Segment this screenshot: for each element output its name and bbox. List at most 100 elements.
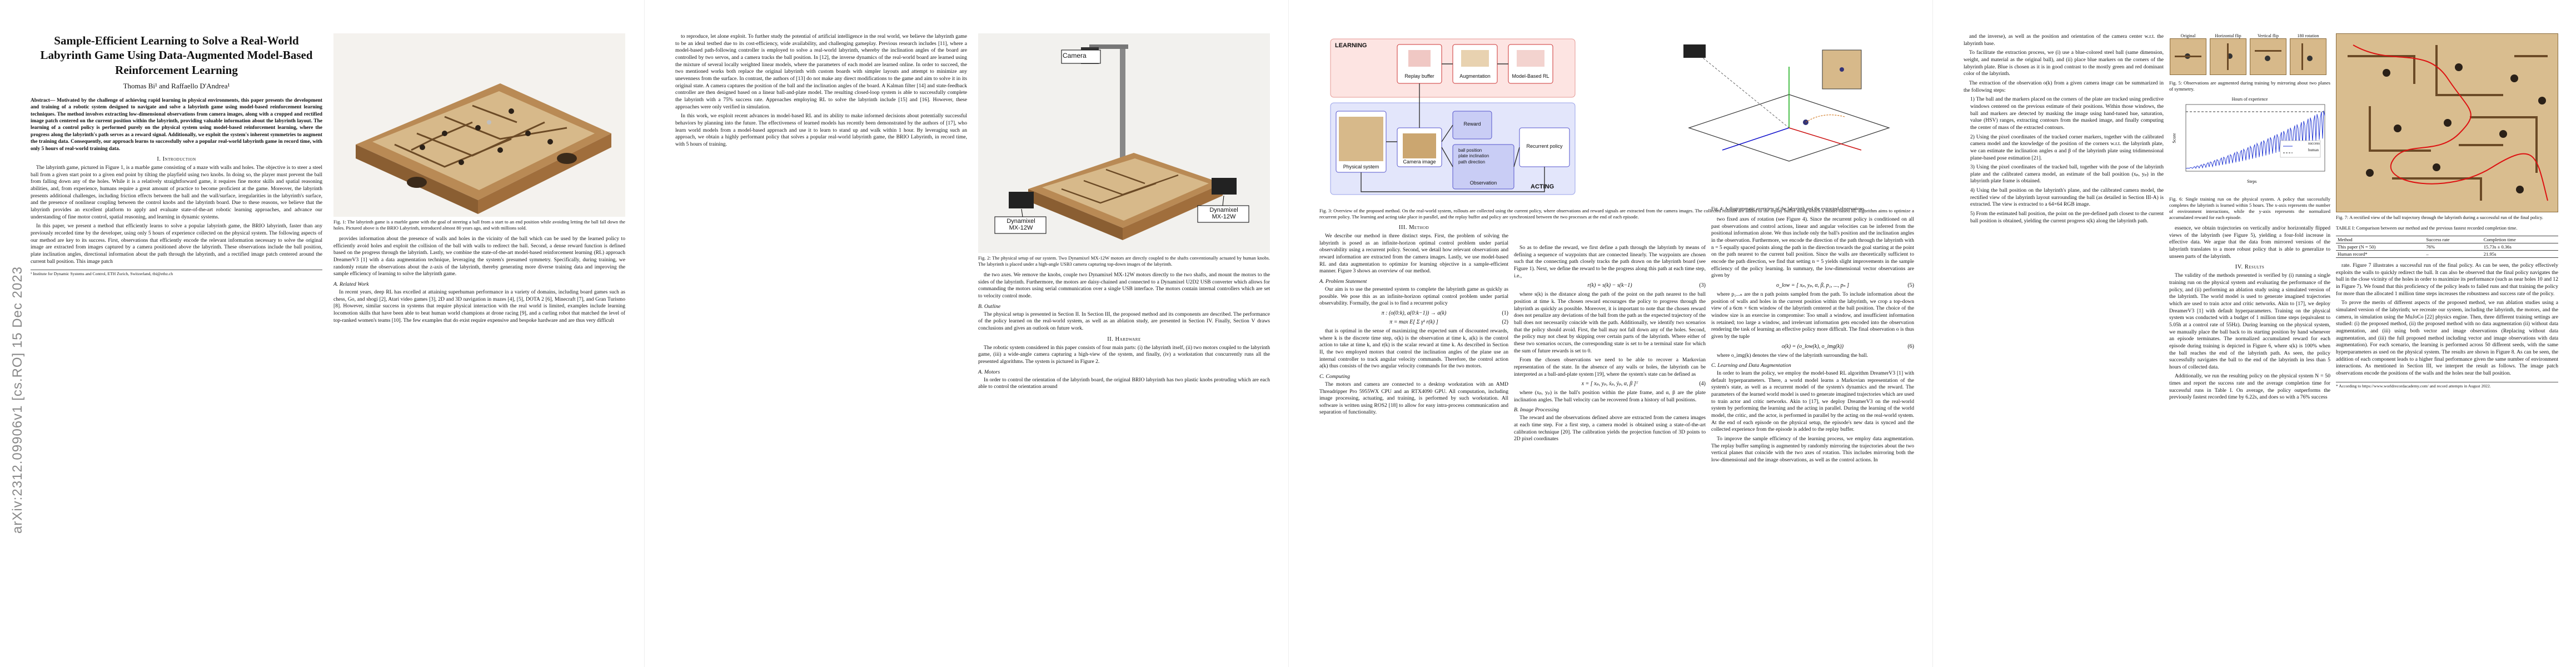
equation-4: x = [ xₚ, yₚ, ẋₚ, ẏₚ, α, β ]ᵀ(4): [1581, 381, 1706, 387]
legend-human: human: [2308, 148, 2319, 152]
authors: Thomas Bi¹ and Raffaello D'Andrea¹: [123, 81, 230, 90]
results-paragraph-2: Additionally, we run the resulting polic…: [2169, 373, 2330, 401]
table-1-caption: TABLE I: Comparison between our method a…: [2336, 225, 2518, 231]
intro-paragraph-1: The labyrinth game, pictured in Figure 1…: [31, 165, 322, 220]
page4-col-1: and the inverse), as well as the positio…: [1964, 33, 2164, 227]
page1-right-column: Fig. 1: The labyrinth game is a marble g…: [333, 33, 625, 326]
figure-1-caption: Fig. 1: The labyrinth game is a marble g…: [333, 219, 625, 231]
motors-heading: A. Motors: [978, 369, 1000, 375]
results-table: Method Success rate Completion time This…: [2336, 236, 2558, 258]
labyrinth-photo-image: [356, 83, 611, 214]
results-discussion-paragraph: rate. Figure 7 illustrates a successful …: [2336, 262, 2558, 297]
learning-heading: C. Learning and Data Augmentation: [1711, 362, 1791, 369]
paper-page-1: arXiv:2312.09906v1 [cs.RO] 15 Dec 2023 S…: [0, 0, 644, 667]
motors-paragraph: In order to control the orientation of t…: [978, 376, 1270, 390]
extraction-step: 3) Using the pixel coordinates of the tr…: [1970, 164, 2164, 185]
physical-system-label: Physical system: [1343, 164, 1379, 170]
equation-6: o(k) = (o_low(k), o_img(k))(6): [1781, 343, 1914, 350]
model-based-rl-label: Model-Based RL: [1512, 73, 1549, 79]
fig6-title: Hours of experience: [2231, 97, 2268, 102]
table-cell: Human record*: [2336, 250, 2425, 258]
extraction-step: 1) The ball and the markers placed on th…: [1970, 96, 2164, 131]
equation-5: o_low = [ xₚ, yₚ, α, β, p₁, ..., pₙ ](5): [1776, 282, 1914, 288]
image-patch-paragraph-2: where o_img(k) denotes the view of the l…: [1717, 352, 1869, 359]
observation-label: Observation: [1469, 180, 1497, 186]
record-footnote: * According to https://www.worldrecordac…: [2336, 381, 2558, 389]
reward-label: Reward: [1463, 121, 1481, 127]
table-header: Method: [2336, 236, 2425, 243]
camera-image-label: Camera image: [1403, 159, 1436, 165]
figure-1-labyrinth-photo: [333, 33, 625, 217]
page1-right-paragraph-1: provides information about the presence …: [333, 236, 625, 277]
table-row: Human record* – 21.95s: [2336, 250, 2558, 258]
problem-paragraph: Our aim is to use the presented system t…: [1319, 286, 1508, 307]
table-cell: 21.95s: [2482, 250, 2558, 258]
outline-paragraph: The physical setup is presented in Secti…: [978, 311, 1270, 331]
equation-1: π : (o(0:k), a(0:k−1)) → a(k)(1): [1381, 310, 1508, 316]
figure-6-training-curve: Hours of experience success human Steps …: [2169, 97, 2330, 194]
fig6-ylabel: Score: [2171, 133, 2177, 143]
image-processing-paragraph: The reward and the observations defined …: [1514, 415, 1706, 442]
figure-3-method-overview: LEARNING ACTING Replay buffer Augmentati…: [1319, 33, 1581, 200]
outline-heading: B. Outline: [978, 303, 1001, 310]
camera-label: Camera: [1063, 52, 1087, 59]
footnote: ¹ Institute for Dynamic Systems and Cont…: [31, 270, 322, 276]
replay-buffer-label: Replay buffer: [1404, 73, 1434, 79]
hardware-paragraph: The robotic system considered in this pa…: [978, 344, 1270, 365]
augmentation-label: Augmentation: [1459, 73, 1491, 79]
table-cell: 15.73s ± 0.36s: [2482, 243, 2558, 251]
table-header: Completion time: [2482, 236, 2558, 243]
legend-success: success: [2308, 141, 2320, 146]
method-diagram: [1330, 38, 1576, 195]
related-work-heading: A. Related Work: [333, 281, 369, 287]
figure-7-ball-trajectory: [2336, 33, 2558, 212]
fig6-xlabel: Steps: [2247, 179, 2257, 184]
learning-paragraph: In order to learn the policy, we employ …: [1711, 370, 1914, 433]
figure-7-caption: Fig. 7: A rectified view of the ball tra…: [2336, 215, 2543, 220]
table-header-row: Method Success rate Completion time: [2336, 236, 2558, 243]
page3-col-3: Fig. 4: A diagrammatic overview of the l…: [1711, 206, 1914, 466]
section-method-heading: III. Method: [1398, 225, 1429, 231]
training-curve-svg: [2185, 104, 2325, 172]
reward-definition-paragraph: So as to define the reward, we first def…: [1514, 245, 1706, 279]
thumb-horizontal-flip: Horizontal flip: [2209, 33, 2247, 75]
page4-col-3: Fig. 7: A rectified view of the ball tra…: [2336, 33, 2558, 389]
axes-diagram: [1683, 44, 1890, 162]
computing-paragraph: The motors and camera are connected to a…: [1319, 381, 1508, 416]
page3-col-2: So as to define the reward, we first def…: [1514, 245, 1706, 445]
problem-statement-heading: A. Problem Statement: [1319, 278, 1367, 285]
paper-page-3: LEARNING ACTING Replay buffer Augmentati…: [1288, 0, 1932, 667]
blue-ball-paragraph: To facilitate the extraction process, we…: [1964, 49, 2164, 77]
ablation-paragraph: To prove the merits of different aspects…: [2336, 300, 2558, 376]
camera-pose-paragraph: and the inverse), as well as the positio…: [1964, 33, 2164, 47]
abstract: Abstract— Motivated by the challenge of …: [31, 97, 322, 152]
thumb-original: Original: [2169, 33, 2207, 75]
figure-5-caption: Fig. 5: Observations are augmented durin…: [2169, 80, 2330, 92]
table-cell: 76%: [2424, 243, 2482, 251]
extraction-steps-list: 1) The ball and the markers placed on th…: [1964, 96, 2164, 225]
figure-4-caption: Fig. 4: A diagrammatic overview of the l…: [1711, 206, 1866, 211]
figure-6-caption: Fig. 6: Single training run on the physi…: [2169, 196, 2330, 220]
paper-title: Sample-Efficient Learning to Solve a Rea…: [40, 34, 313, 77]
computing-heading: C. Computing: [1319, 373, 1350, 380]
observation-paragraph: two fixed axes of rotation (see Figure 4…: [1711, 216, 1914, 279]
method-paragraph-1: We describe our method in three distinct…: [1319, 233, 1508, 275]
section-intro-heading: I. Introduction: [157, 156, 196, 162]
extraction-step: 2) Using the pixel coordinates of the tr…: [1970, 133, 2164, 161]
reward-discussion-paragraph: where s(k) is the distance along the pat…: [1514, 291, 1706, 354]
extraction-step: 5) From the estimated ball position, the…: [1970, 211, 2164, 224]
image-processing-heading: B. Image Processing: [1514, 407, 1559, 414]
augmentation-effect-paragraph: essence, we obtain trajectories on verti…: [2169, 225, 2330, 260]
state-paragraph: From the chosen observations we need to …: [1514, 357, 1706, 377]
figure-2-caption: Fig. 2: The physical setup of our system…: [978, 255, 1270, 267]
image-patch-paragraph: where p₁...ₙ are the n path points sampl…: [1711, 291, 1914, 340]
augmentation-thumbnails: Original Horizontal flip Vertical flip 1…: [2169, 33, 2330, 75]
augmentation-paragraph: To improve the sample efficiency of the …: [1711, 436, 1914, 464]
table-cell: This paper (N = 50): [2336, 243, 2425, 251]
results-paragraph-1: The validity of the methods presented is…: [2169, 272, 2330, 370]
extraction-step: 4) Using the ball position on the labyri…: [1970, 187, 2164, 208]
